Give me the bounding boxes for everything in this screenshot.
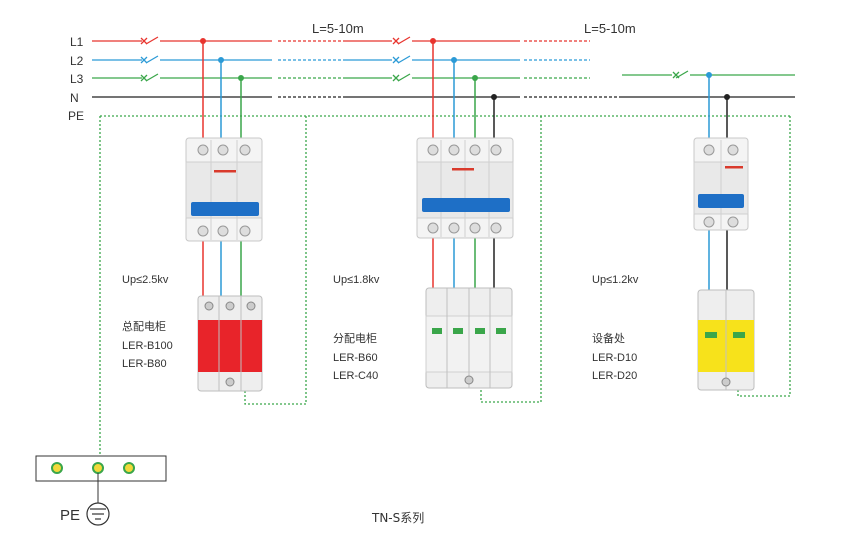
distance-label-2: L=5-10m xyxy=(584,21,636,36)
junction-dot xyxy=(238,75,244,81)
line-label-pe: PE xyxy=(68,109,84,123)
surge-protector-2 xyxy=(425,287,513,389)
stage-2-location: 分配电柜 xyxy=(333,332,377,345)
circuit-breaker-3 xyxy=(693,137,749,231)
stage-2-up-rating: Up≤1.8kv xyxy=(333,274,380,286)
stage-1-model-2: LER-B80 xyxy=(122,358,167,370)
junction-dot xyxy=(218,57,224,63)
diagram-caption: TN-S系列 xyxy=(371,511,424,525)
stage-1-up-rating: Up≤2.5kv xyxy=(122,274,169,286)
stage-1-model-1: LER-B100 xyxy=(122,340,173,352)
bus-l1 xyxy=(92,36,590,45)
grounding-bar xyxy=(35,455,167,482)
junction-dot xyxy=(451,57,457,63)
junction-dot xyxy=(200,38,206,44)
line-label-l2: L2 xyxy=(70,54,84,68)
junction-dot xyxy=(491,94,497,100)
surge-protector-3 xyxy=(697,289,755,391)
stage-1-location: 总配电柜 xyxy=(122,319,166,333)
surge-protector-1 xyxy=(197,295,263,392)
stage-2-model-1: LER-B60 xyxy=(333,352,378,364)
stage-3-location: 设备处 xyxy=(592,331,625,345)
switch-marks xyxy=(140,37,680,82)
junction-dot xyxy=(472,75,478,81)
circuit-breaker-2 xyxy=(416,137,514,239)
junction-dot xyxy=(430,38,436,44)
stage-3-model-1: LER-D10 xyxy=(592,352,637,364)
line-label-l1: L1 xyxy=(70,35,84,49)
bus-l2 xyxy=(92,55,590,64)
ground-label: PE xyxy=(60,507,80,524)
stage-3-model-2: LER-D20 xyxy=(592,370,637,382)
distance-label-1: L=5-10m xyxy=(312,21,364,36)
circuit-breaker-1 xyxy=(185,137,263,242)
bus-l3 xyxy=(92,70,795,82)
junction-dot xyxy=(724,94,730,100)
earth-ground-icon xyxy=(86,502,110,526)
stage-2-model-2: LER-C40 xyxy=(333,370,378,382)
stage-3-up-rating: Up≤1.2kv xyxy=(592,274,639,286)
line-label-n: N xyxy=(70,91,79,105)
junction-dot xyxy=(706,72,712,78)
line-label-l3: L3 xyxy=(70,72,84,86)
